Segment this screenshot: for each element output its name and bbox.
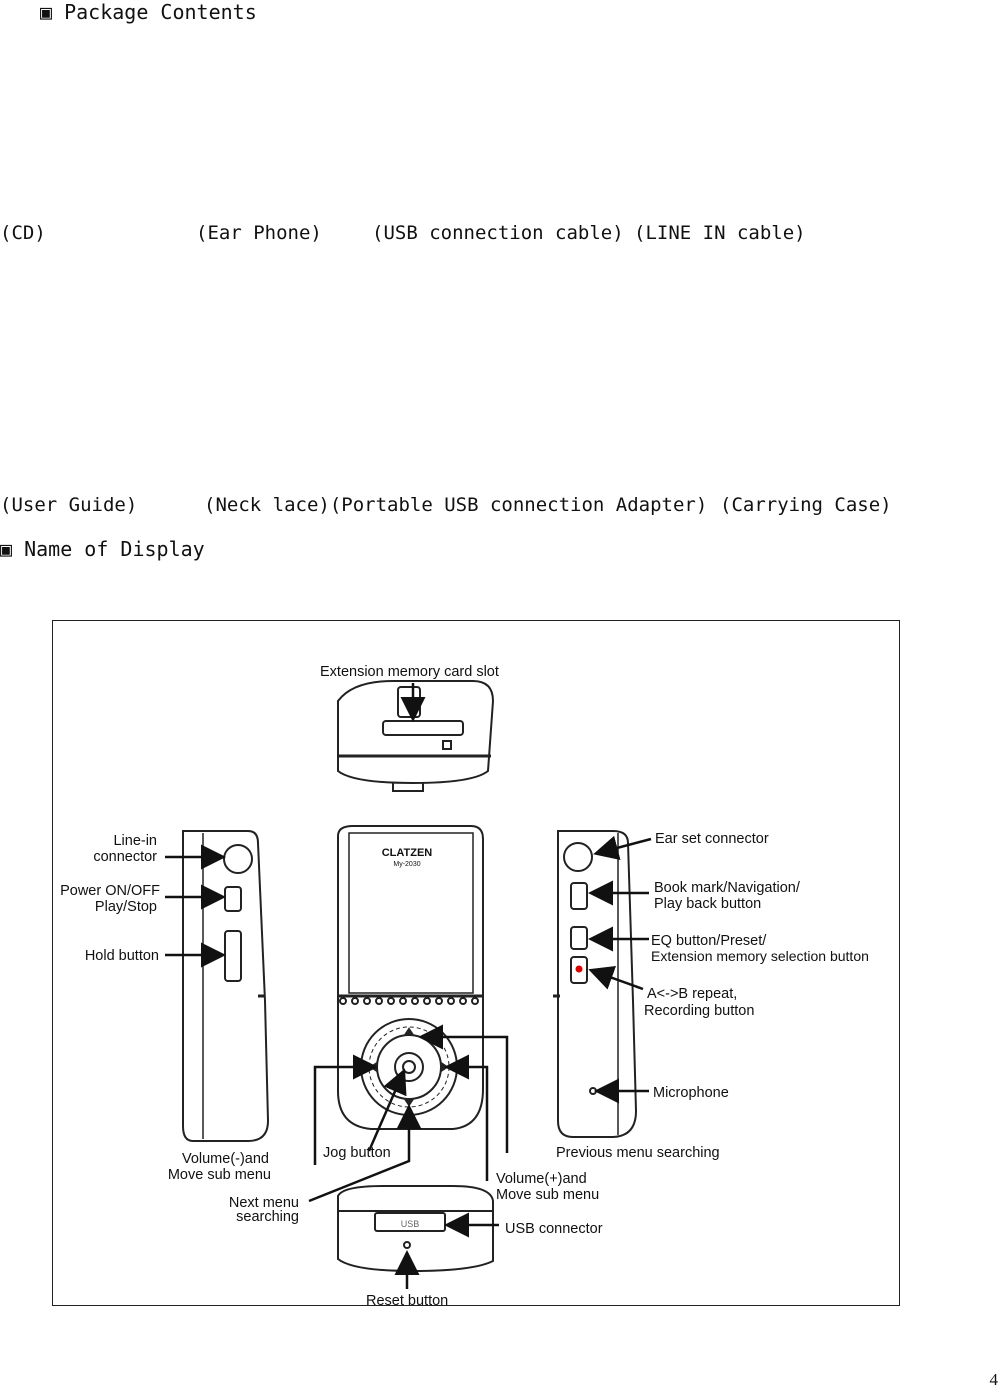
usb-port-text: USB bbox=[401, 1219, 420, 1229]
caption-cd: (CD) bbox=[0, 222, 46, 244]
caption-carrying-case: (Carrying Case) bbox=[720, 494, 892, 516]
bottom-view-device bbox=[337, 1185, 494, 1273]
package-contents-heading: ▣ Package Contents bbox=[40, 0, 257, 24]
label-ext-slot: Extension memory card slot bbox=[320, 664, 499, 680]
caption-necklace-adapter: (Neck lace)(Portable USB connection Adap… bbox=[204, 494, 708, 516]
label-ab-1: A<->B repeat, bbox=[647, 986, 737, 1002]
brand-text: CLATZEN bbox=[382, 847, 433, 859]
label-ab-2: Recording button bbox=[644, 1003, 754, 1019]
label-line-in-1: Line-in bbox=[113, 833, 157, 849]
label-vol-minus-2: Move sub menu bbox=[168, 1167, 271, 1183]
label-jog: Jog button bbox=[323, 1145, 391, 1161]
label-vol-plus-2: Move sub menu bbox=[496, 1187, 599, 1203]
label-prev: Previous menu searching bbox=[556, 1145, 720, 1161]
left-side-view-device bbox=[182, 830, 270, 1142]
label-hold: Hold button bbox=[85, 948, 159, 964]
label-eq-2: Extension memory selection button bbox=[651, 948, 869, 964]
label-bookmark-1: Book mark/Navigation/ bbox=[654, 880, 801, 896]
label-vol-minus-1: Volume(-)and bbox=[182, 1151, 269, 1167]
label-usb-conn: USB connector bbox=[505, 1221, 603, 1237]
label-next-1: Next menu bbox=[229, 1195, 299, 1211]
label-power-2: Play/Stop bbox=[95, 899, 157, 915]
label-power-1: Power ON/OFF bbox=[60, 883, 160, 899]
page-number: 4 bbox=[989, 1370, 999, 1389]
caption-ear-phone: (Ear Phone) bbox=[196, 222, 322, 244]
model-text: My-2030 bbox=[393, 861, 420, 868]
label-mic: Microphone bbox=[653, 1085, 729, 1101]
caption-line-in-cable: (LINE IN cable) bbox=[634, 222, 806, 244]
name-of-display-heading: ▣ Name of Display bbox=[0, 537, 205, 561]
label-eq-1: EQ button/Preset/ bbox=[651, 933, 767, 949]
device-diagram: CLATZEN My-2030 USB Extension memory car… bbox=[52, 620, 900, 1307]
front-led-row bbox=[339, 997, 479, 1005]
label-line-in-2: connector bbox=[93, 849, 157, 865]
top-view-device bbox=[337, 680, 495, 792]
caption-user-guide: (User Guide) bbox=[0, 494, 138, 516]
label-next-2: searching bbox=[236, 1209, 299, 1225]
label-ear-set: Ear set connector bbox=[655, 831, 769, 847]
front-view-device bbox=[337, 825, 484, 1130]
caption-usb-cable: (USB connection cable) bbox=[372, 222, 624, 244]
label-reset: Reset button bbox=[366, 1293, 448, 1307]
label-bookmark-2: Play back button bbox=[654, 896, 761, 912]
device-diagram-svg: CLATZEN My-2030 USB Extension memory car… bbox=[60, 664, 869, 1307]
label-vol-plus-1: Volume(+)and bbox=[496, 1171, 587, 1187]
